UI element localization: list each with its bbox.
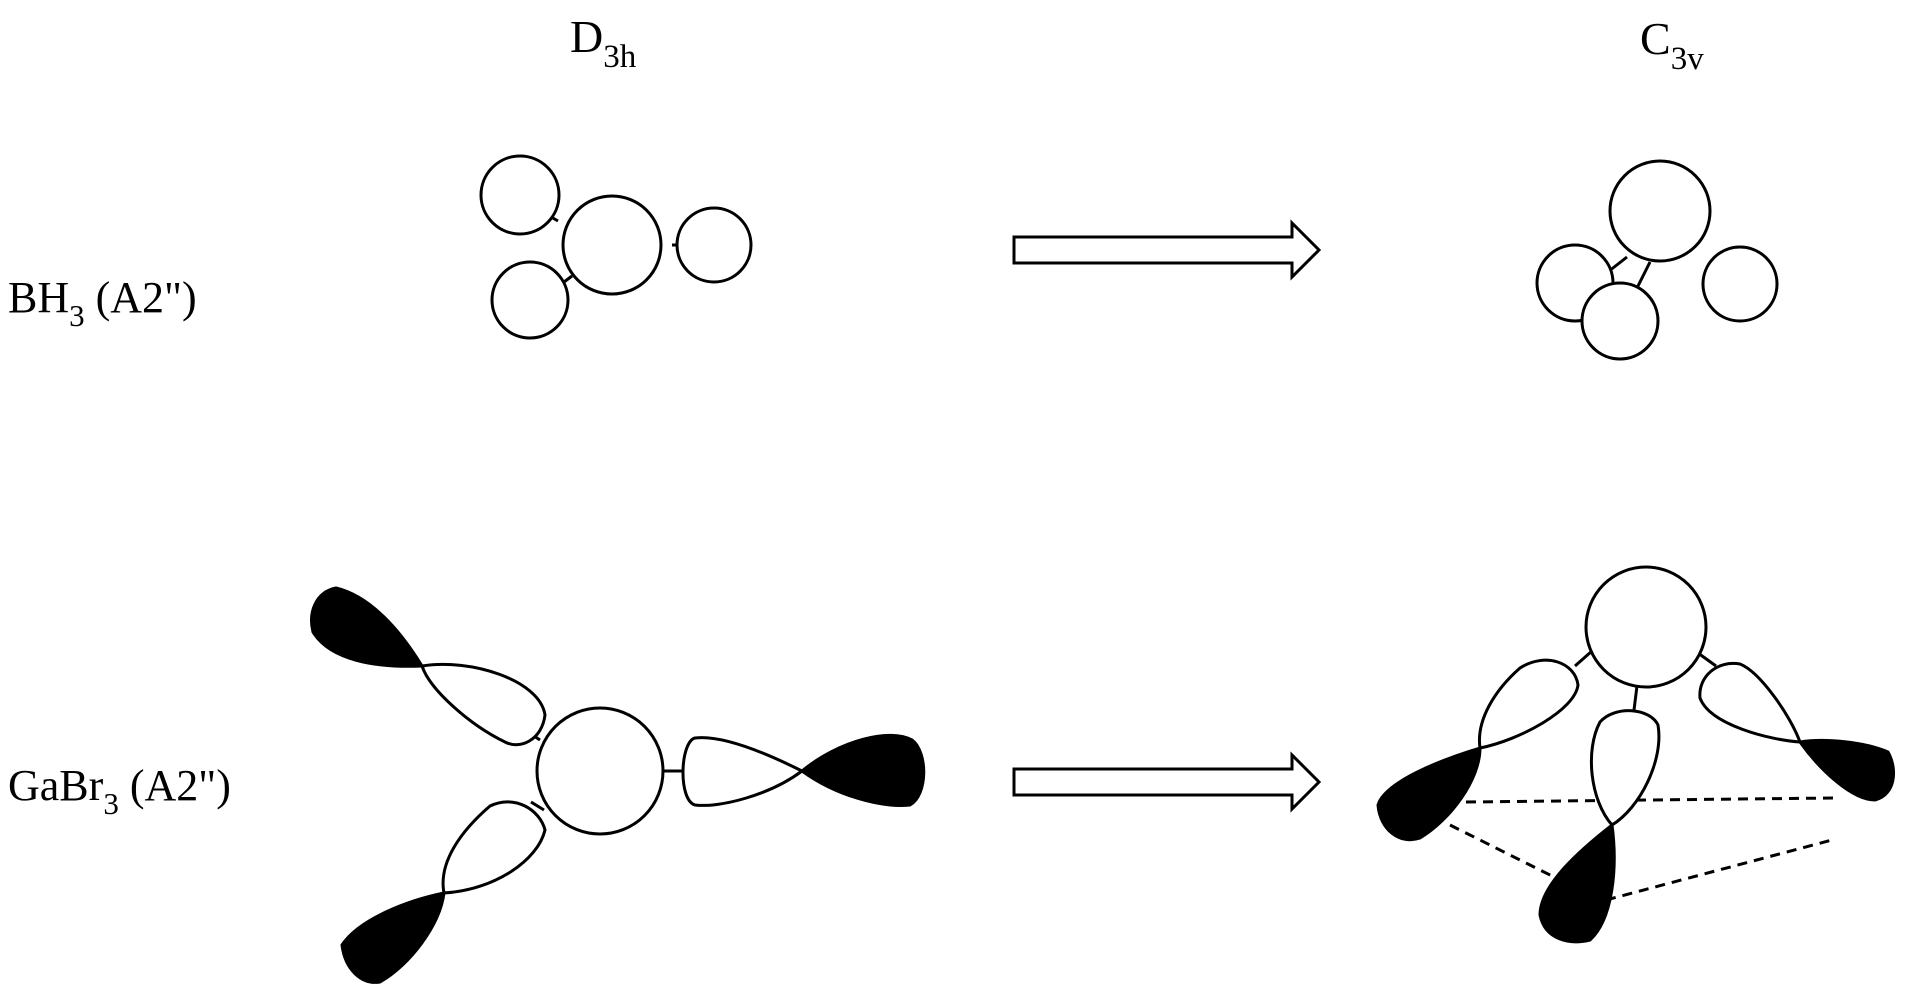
br-p-orbital-lobe-shaded (1538, 822, 1616, 944)
bond-line (530, 800, 545, 812)
gabr3-c3v-orbitals (1376, 565, 1896, 944)
br-p-orbital-lobe-open (681, 736, 805, 807)
br-p-orbital-lobe-open (1589, 709, 1661, 827)
bh3-c3v-orbitals (1535, 159, 1779, 361)
bond-line (1574, 649, 1593, 668)
row-label-bh3: BH3 (A2") (8, 273, 197, 333)
dashed-connector (1605, 838, 1833, 902)
bond-line (1697, 651, 1717, 668)
br-p-orbital-lobe-open (441, 800, 547, 895)
central-ga-s-orbital (535, 706, 665, 836)
h-s-orbital (675, 206, 753, 284)
br-p-orbital-lobe-shaded (1797, 739, 1896, 802)
br-p-orbital-lobe-open (1477, 658, 1580, 750)
br-p-orbital-lobe-open (1698, 661, 1803, 744)
central-s-orbital (1608, 159, 1712, 263)
header-d3h: D3h (570, 11, 637, 75)
br-p-orbital-lobe-shaded (1376, 745, 1482, 842)
h-s-orbital (1580, 281, 1660, 361)
h-s-orbital (490, 260, 570, 340)
br-p-orbital-lobe-shaded (799, 733, 926, 807)
header-c3v: C3v (1640, 13, 1704, 77)
central-s-orbital (561, 194, 663, 296)
transformation-arrow-2 (1012, 751, 1322, 813)
br-p-orbital-lobe-open (420, 662, 547, 747)
row-label-gabr3: GaBr3 (A2") (8, 761, 231, 821)
h-s-orbital (1701, 245, 1779, 323)
dashed-connector (1449, 823, 1557, 880)
bond-line (1632, 685, 1639, 711)
central-ga-s-orbital (1584, 565, 1708, 689)
br-p-orbital-lobe-shaded (310, 586, 425, 668)
h-s-orbital (479, 154, 561, 236)
bond-line (1636, 261, 1652, 287)
br-p-orbital-lobe-shaded (340, 891, 446, 984)
dashed-connector (1465, 796, 1835, 804)
gabr3-d3h-orbitals (310, 586, 926, 984)
transformation-arrow-1 (1012, 219, 1322, 281)
bh3-d3h-orbitals (479, 154, 753, 340)
